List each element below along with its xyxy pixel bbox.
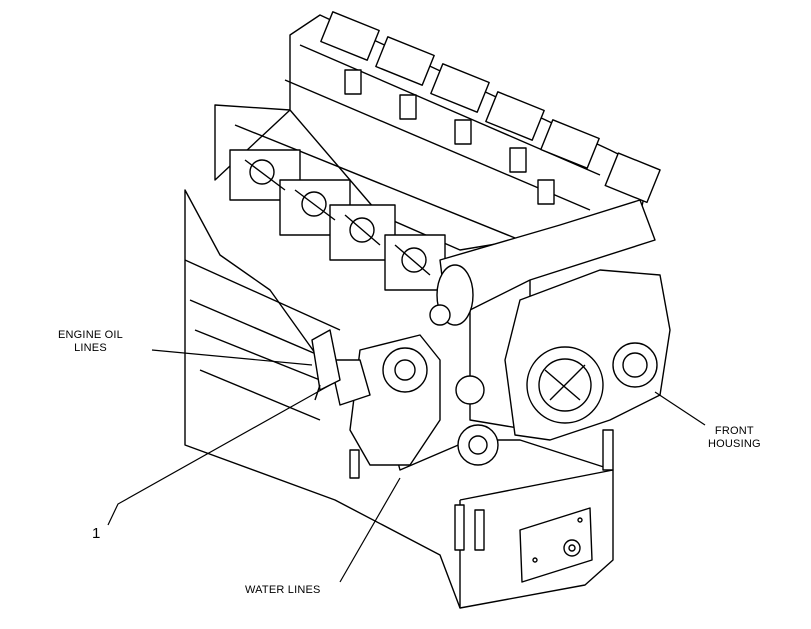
cylinder-heads-lower (229, 149, 446, 291)
engine-oil-lines-label-line1: ENGINE OIL (58, 329, 123, 341)
item-1-label: 1 (92, 525, 101, 542)
leader-lines (107, 349, 706, 583)
engine-oil-lines-label: ENGINE OIL LINES (58, 329, 123, 355)
engine-oil-leader (151, 349, 313, 366)
rocker-assemblies-top (320, 11, 661, 205)
item-1-leader (107, 384, 331, 526)
water-pump (329, 334, 499, 466)
front-housing-label: FRONT HOUSING (708, 425, 761, 451)
front-housing-leader (654, 391, 706, 426)
water-lines-label: WATER LINES (245, 584, 321, 596)
engine-oil-lines-label-line2: LINES (74, 342, 107, 354)
engine-block (184, 189, 614, 609)
front-housing (504, 269, 671, 441)
front-housing-label-line2: HOUSING (708, 438, 761, 450)
front-housing-label-line1: FRONT (714, 425, 754, 437)
oil-pan-cover (519, 507, 593, 583)
water-lines-leader (339, 477, 401, 583)
